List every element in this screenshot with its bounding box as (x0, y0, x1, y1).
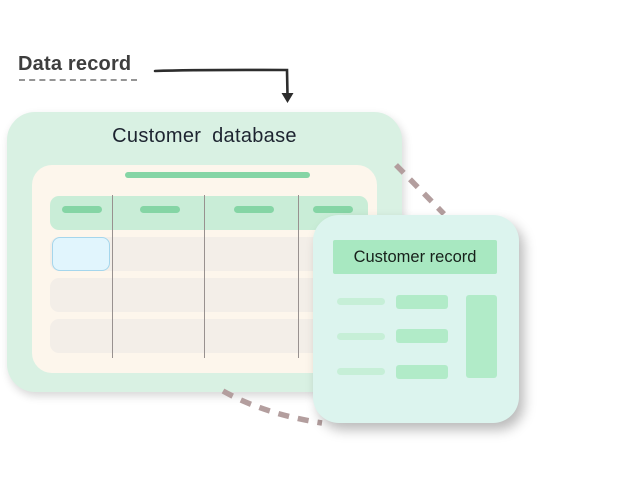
customer-record-card: Customer record (313, 215, 519, 423)
table-header-row (50, 196, 368, 230)
data-record-label: Data record (18, 53, 132, 75)
selected-cell (52, 237, 110, 271)
record-field-label-dash (337, 368, 385, 375)
column-header-dash (62, 206, 102, 213)
column-divider (297, 195, 299, 358)
record-field-label-dash (337, 298, 385, 305)
record-field-value-block (396, 295, 448, 309)
connector-bottom-dash (221, 388, 323, 426)
column-header-dash (140, 206, 180, 213)
panel-title-bar (125, 172, 310, 178)
label-underline (19, 79, 137, 81)
record-title: Customer record (353, 247, 477, 266)
column-divider (111, 195, 113, 358)
record-field-label-dash (337, 333, 385, 340)
database-title: Customer database (112, 125, 297, 147)
record-title-bar: Customer record (333, 240, 497, 274)
record-field-value-block (396, 329, 448, 343)
column-divider (203, 195, 205, 358)
record-photo-placeholder (466, 295, 497, 378)
connector-top-dash (394, 163, 446, 216)
column-header-dash (234, 206, 274, 213)
column-header-dash (313, 206, 353, 213)
record-field-value-block (396, 365, 448, 379)
